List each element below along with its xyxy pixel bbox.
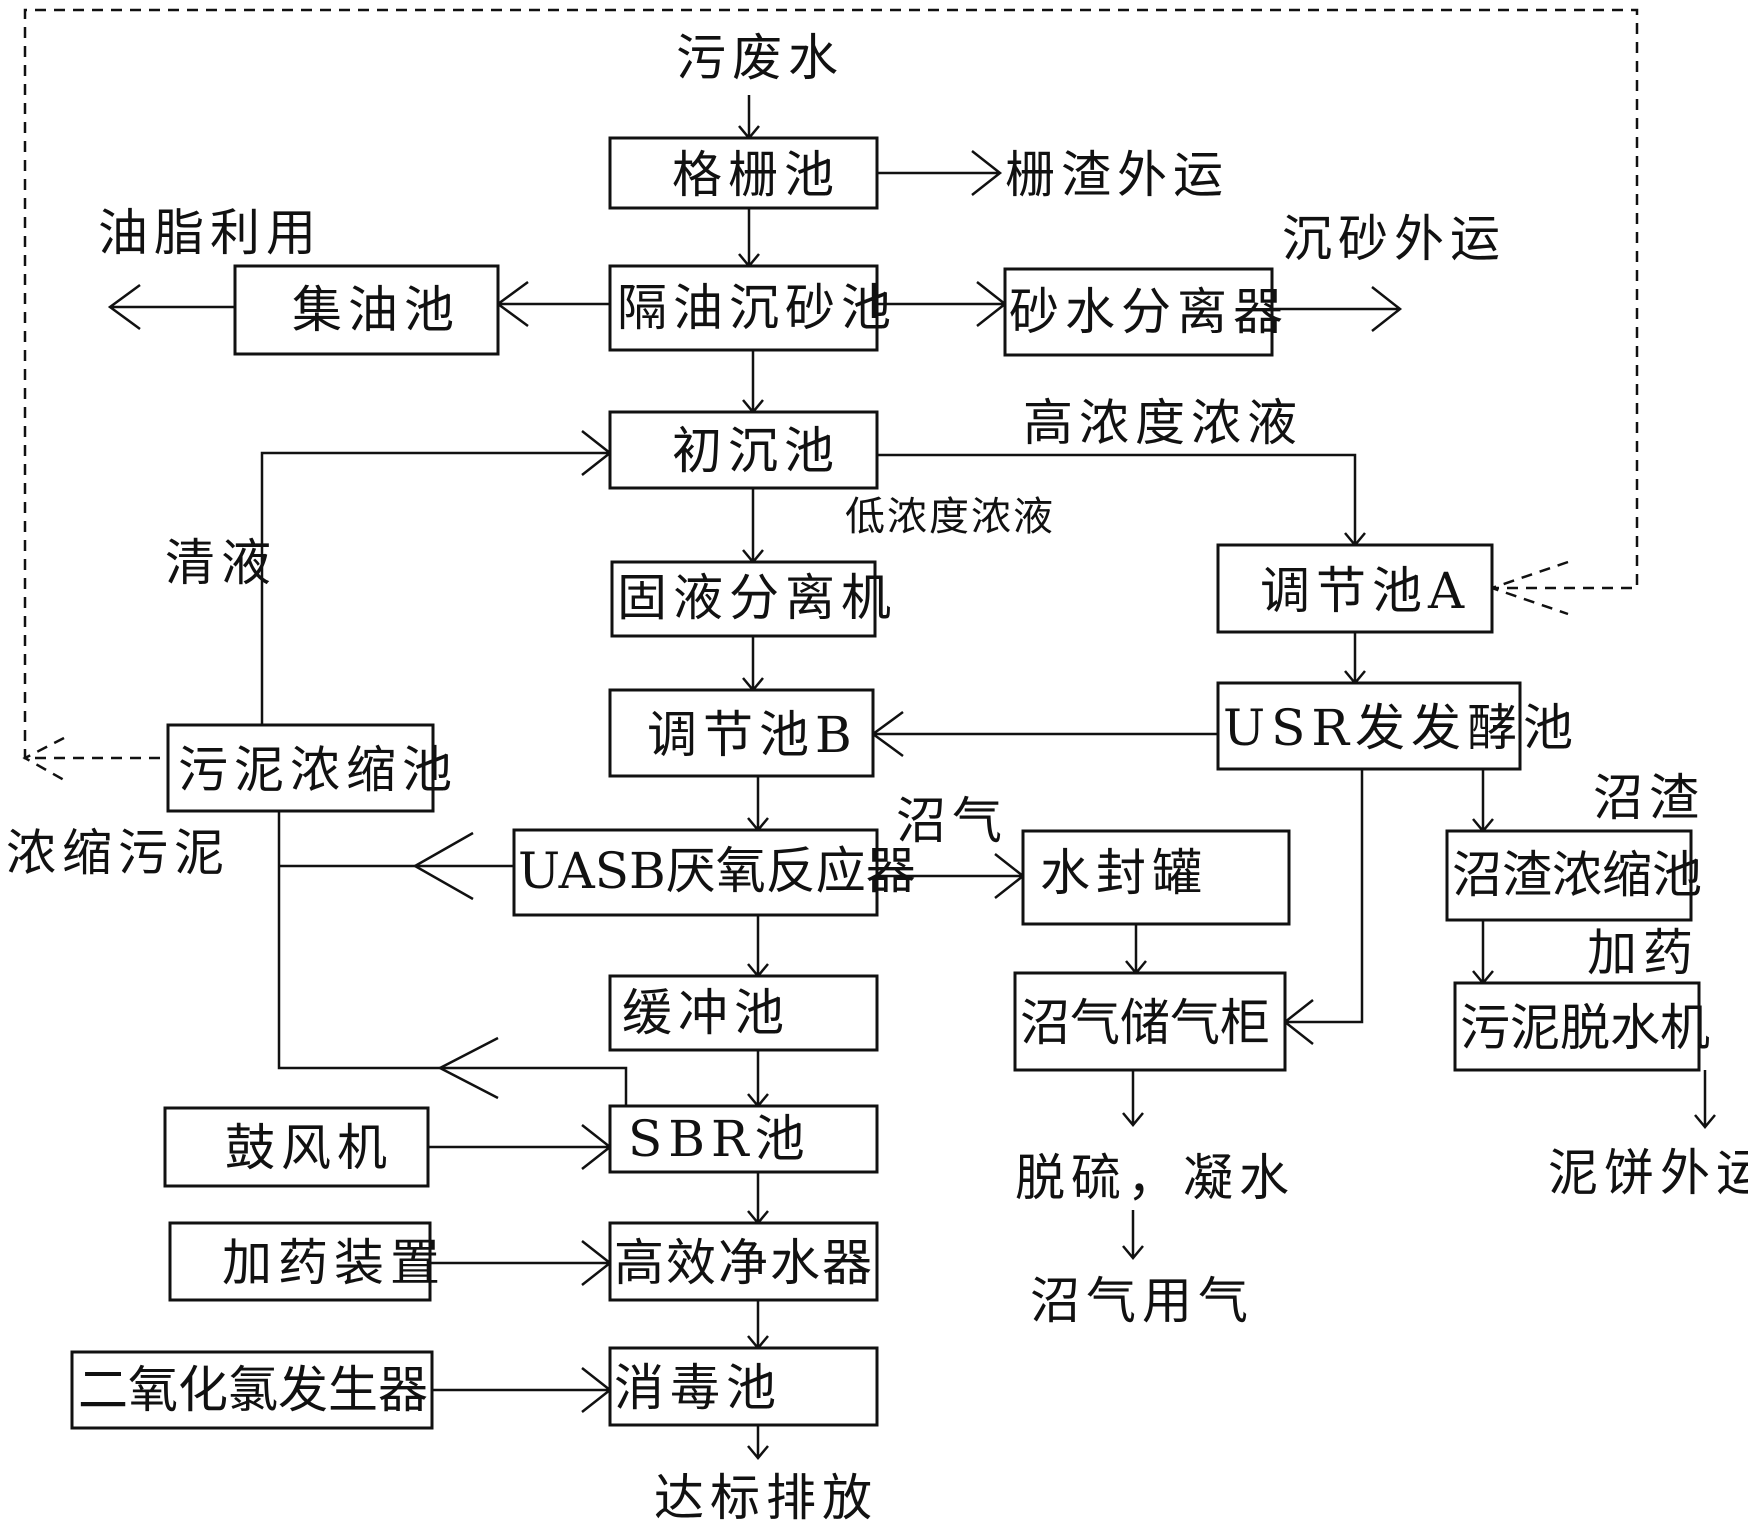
- usr-box: [1216, 681, 1522, 771]
- solid-liquid-label: 固液分离机: [617, 569, 897, 627]
- flow-sludge-collector: [277, 811, 628, 1106]
- purifier-label: 高效净水器: [614, 1234, 874, 1292]
- gas-holder-box: [1013, 971, 1287, 1072]
- flow-waterseal-gasholder: [1125, 924, 1147, 975]
- water-seal-box: [1021, 829, 1291, 926]
- oil-use-label: 油脂利用: [98, 204, 322, 262]
- clo2-box: [70, 1350, 434, 1430]
- flow-usr-gasholder: [1282, 769, 1364, 1045]
- sludge-thick-label: 污泥浓缩池: [178, 741, 458, 799]
- flow-uasb-buffer: [747, 915, 769, 978]
- flow-buffer-sbr: [747, 1050, 769, 1108]
- purifier-box: [608, 1221, 879, 1302]
- flow-desulf-gasuse: [1122, 1210, 1144, 1260]
- dosing-device-label: 加药装置: [222, 1234, 446, 1292]
- flow-dewater-cakeout: [1694, 1070, 1716, 1129]
- flow-blower-sbr: [428, 1124, 613, 1170]
- sand-sep-box: [1003, 267, 1274, 357]
- solid-liquid-box: [610, 560, 877, 638]
- dewater-label: 污泥脱水机: [1460, 999, 1710, 1057]
- sand-out-label: 沉砂外运: [1282, 210, 1506, 268]
- flow-sbr-purifier: [747, 1172, 769, 1225]
- oil-collect-label: 集油池: [292, 281, 460, 339]
- oil-collect-box: [233, 264, 500, 356]
- disinfect-label: 消毒池: [614, 1359, 782, 1417]
- flow-grille-oilsand: [738, 208, 760, 268]
- flow-purifier-disinfect: [747, 1300, 769, 1350]
- gas-holder-label: 沼气储气柜: [1020, 994, 1270, 1052]
- sbr-label: SBR池: [628, 1110, 811, 1168]
- flow-clear-primary: [260, 430, 613, 725]
- grille-label: 格栅池: [672, 146, 840, 204]
- discharge-label: 达标排放: [654, 1469, 878, 1527]
- dosing-device-box: [168, 1221, 432, 1302]
- biogas-label: 沼气: [896, 792, 1008, 850]
- flow-grille-out: [877, 150, 1003, 196]
- blower-label: 鼓风机: [225, 1119, 393, 1177]
- adjust-a-label: 调节池A: [1260, 562, 1470, 620]
- uasb-box: [512, 828, 879, 917]
- flow-adjustb-uasb: [747, 776, 769, 832]
- high-conc-label: 高浓度浓液: [1023, 394, 1303, 452]
- flow-oilcollect-use: [107, 283, 235, 331]
- adjust-b-box: [608, 688, 875, 778]
- oil-sand-label: 隔油沉砂池: [617, 279, 897, 337]
- sbr-box: [608, 1104, 879, 1174]
- dashed-recycle-loop: [23, 8, 1639, 760]
- dewater-box: [1453, 981, 1701, 1072]
- flow-usr-residuethick: [1472, 769, 1494, 833]
- flow-adjusta-usr: [1344, 632, 1366, 685]
- sand-sep-label: 砂水分离器: [1009, 283, 1289, 341]
- cake-out-label: 泥饼外运: [1548, 1144, 1748, 1202]
- flow-sandsep-out: [1272, 286, 1403, 332]
- usr-label: USR发发酵池: [1223, 699, 1579, 757]
- oil-sand-box: [608, 264, 879, 352]
- arrowhead-uasb-sludge: [412, 831, 474, 901]
- flow-primary-solidliquid: [742, 488, 764, 564]
- clear-label: 清液: [165, 534, 277, 592]
- flow-clo2-disinfect: [432, 1367, 613, 1413]
- blower-box: [163, 1106, 430, 1188]
- flow-solidliquid-adjustb: [742, 636, 764, 692]
- desulf-label: 脱硫，凝水: [1015, 1149, 1295, 1207]
- dosing-label: 加药: [1587, 924, 1699, 982]
- grille-box: [608, 136, 879, 210]
- primary-label: 初沉池: [672, 422, 840, 480]
- flow-input-grille: [738, 95, 760, 140]
- low-conc-label: 低浓度浓液: [845, 494, 1055, 540]
- grille-out-label: 栅渣外运: [1005, 146, 1229, 204]
- sludge-thick-box: [166, 723, 435, 813]
- uasb-label: UASB厌氧反应器: [518, 842, 916, 900]
- flow-disinfect-discharge: [747, 1425, 769, 1460]
- residue-label: 沼渣: [1593, 769, 1705, 827]
- buffer-box: [608, 974, 879, 1052]
- clo2-label: 二氧化氯发生器: [78, 1361, 428, 1419]
- water-seal-label: 水封罐: [1040, 844, 1208, 902]
- residue-thick-label: 沼渣浓缩池: [1452, 846, 1702, 904]
- flow-oilsand-primary: [742, 350, 764, 414]
- flow-dosing-purifier: [430, 1240, 613, 1286]
- disinfect-box: [608, 1346, 879, 1427]
- flow-oilsand-oilcollect: [495, 280, 610, 328]
- buffer-label: 缓冲池: [622, 984, 790, 1042]
- adjust-b-label: 调节池B: [647, 706, 858, 764]
- thick-sludge-label: 浓缩污泥: [6, 824, 230, 882]
- primary-box: [608, 410, 879, 490]
- flow-gasholder-desulf: [1122, 1070, 1144, 1127]
- flow-residuethick-dewater: [1472, 920, 1494, 985]
- arrowhead-sbr-sludge: [437, 1036, 499, 1100]
- adjust-a-box: [1216, 543, 1494, 634]
- gas-use-label: 沼气用气: [1030, 1272, 1254, 1330]
- dashed-arrowhead-left: [22, 736, 65, 782]
- input-label: 污废水: [676, 29, 844, 87]
- flow-usr-adjustb: [870, 710, 1218, 758]
- residue-thick-box: [1445, 829, 1693, 922]
